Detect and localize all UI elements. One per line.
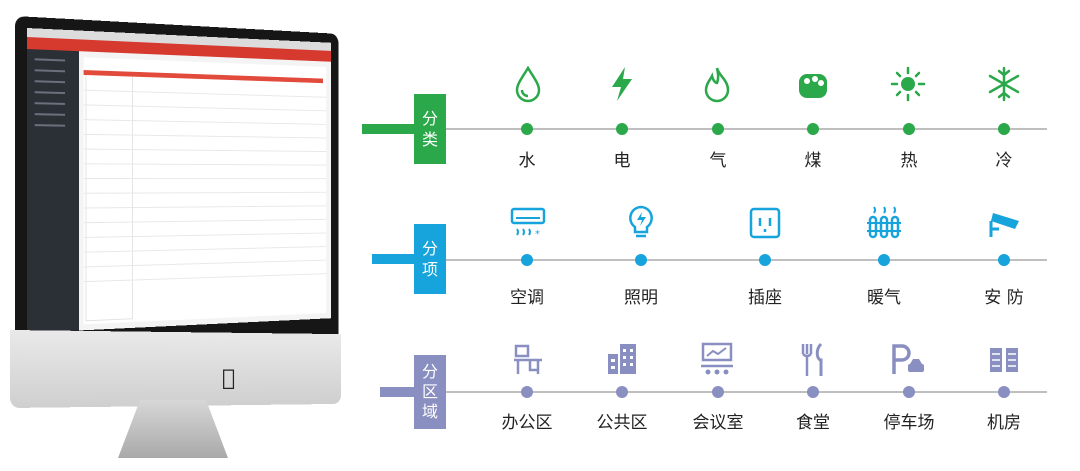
- monitor-chin: [10, 330, 342, 408]
- zone-dot: [998, 386, 1010, 398]
- category-tag: 分 类: [414, 94, 446, 164]
- meeting-room-icon: [701, 342, 733, 375]
- category-label-gas: 气: [709, 151, 727, 171]
- subitem-dot: [635, 254, 647, 266]
- zone-label-parking: 停车场: [883, 413, 935, 433]
- zone-tag: 分 区 域: [414, 355, 446, 429]
- subitem-dot: [998, 254, 1010, 266]
- server-room-icon: [990, 348, 1018, 372]
- category-line: [446, 128, 1047, 130]
- zone-dot: [521, 386, 533, 398]
- app-sidebar: [27, 49, 79, 333]
- category-dot: [616, 123, 628, 135]
- lightning-icon: [612, 67, 632, 101]
- subitem-connector: [372, 254, 414, 264]
- radiator-icon: [867, 206, 901, 239]
- apple-logo-icon: : [222, 366, 235, 391]
- category-dot: [807, 123, 819, 135]
- monitor-stand: [118, 400, 228, 458]
- air-conditioner-icon: *: [510, 207, 546, 240]
- subitem-label-air-conditioning: 空调: [510, 288, 544, 308]
- water-drop-icon: [515, 65, 541, 103]
- buildings-icon: [608, 344, 636, 374]
- category-dot: [521, 123, 533, 135]
- category-dot: [903, 123, 915, 135]
- office-desk-icon: [514, 344, 542, 374]
- category-connector: [362, 124, 414, 134]
- zone-connector: [380, 387, 414, 397]
- subitem-dot: [878, 254, 890, 266]
- zone-dot: [712, 386, 724, 398]
- imac-illustration: : [0, 0, 400, 471]
- subitem-dot: [521, 254, 533, 266]
- zone-dot: [807, 386, 819, 398]
- subitem-label-security: 安 防: [984, 288, 1024, 308]
- zone-label-office: 办公区: [501, 413, 553, 433]
- monitor-screen: [27, 28, 331, 333]
- category-dot: [998, 123, 1010, 135]
- subitem-label-heating: 暖气: [867, 288, 901, 308]
- zone-label-canteen: 食堂: [796, 413, 830, 433]
- zone-line: [446, 391, 1047, 393]
- zone-label-meeting-room: 会议室: [692, 413, 744, 433]
- subitem-label-lighting: 照明: [624, 288, 658, 308]
- zone-label-public: 公共区: [596, 413, 648, 433]
- app-tree-panel: [85, 73, 133, 322]
- power-socket-icon: [749, 207, 781, 239]
- light-bulb-icon: [629, 205, 653, 238]
- category-label-water: 水: [518, 151, 536, 171]
- subitem-tag: 分 项: [414, 224, 446, 294]
- category-dot: [712, 123, 724, 135]
- category-label-coal: 煤: [804, 151, 822, 171]
- subitem-line: [446, 259, 1047, 261]
- security-camera-icon: [989, 213, 1019, 237]
- fork-knife-icon: [801, 342, 823, 376]
- sun-heat-icon: [890, 66, 926, 102]
- parking-icon: [892, 344, 924, 374]
- svg-text:*: *: [535, 229, 540, 240]
- subitem-dot: [759, 254, 771, 266]
- flame-icon: [704, 67, 730, 103]
- category-label-electricity: 电: [613, 151, 631, 171]
- category-label-cold: 冷: [995, 151, 1013, 171]
- app-content: [83, 57, 327, 325]
- zone-dot: [616, 386, 628, 398]
- category-label-heat: 热: [900, 151, 918, 171]
- coal-icon: [799, 74, 827, 98]
- subitem-label-socket: 插座: [748, 288, 782, 308]
- snowflake-icon: [988, 66, 1020, 102]
- zone-label-server-room: 机房: [987, 413, 1021, 433]
- zone-dot: [903, 386, 915, 398]
